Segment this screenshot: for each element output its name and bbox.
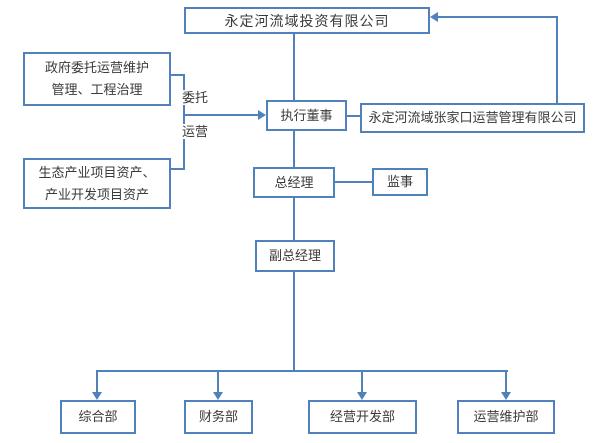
connector-operating-company-to-parent bbox=[437, 16, 558, 18]
arrowhead-down-dept-operation-maintenance-icon bbox=[501, 392, 511, 400]
arrowhead-down-dept-business-development-icon bbox=[357, 392, 367, 400]
node-parent-company-label: 永定河流域投资有限公司 bbox=[224, 12, 390, 29]
arrowhead-right-icon bbox=[258, 110, 266, 120]
connector-deputy-to-departments bbox=[293, 272, 295, 370]
supervisor-label: 监事 bbox=[386, 174, 413, 189]
node-dept-operation-maintenance: 运营维护部 bbox=[457, 400, 555, 434]
node-supervisor: 监事 bbox=[372, 168, 428, 196]
executive-director-label: 执行董事 bbox=[280, 107, 333, 123]
node-entrusted-functions: 政府委托运营维护 管理、工程治理 bbox=[23, 52, 171, 106]
node-dept-business-development: 经营开发部 bbox=[308, 400, 417, 434]
dept-business-development-label: 经营开发部 bbox=[329, 409, 395, 424]
node-dept-finance: 财务部 bbox=[184, 400, 253, 434]
node-dept-general: 综合部 bbox=[60, 400, 136, 434]
entrusted-functions-line1: 政府委托运营维护 bbox=[44, 60, 149, 75]
connector-drop-dept-finance bbox=[217, 372, 219, 393]
connector-general-manager-to-supervisor bbox=[335, 181, 372, 183]
node-general-manager: 总经理 bbox=[253, 167, 335, 198]
node-operating-company: 永定河流域张家口运营管理有限公司 bbox=[360, 103, 585, 133]
node-parent-company: 永定河流域投资有限公司 bbox=[184, 7, 430, 34]
entrusted-assets-line2: 产业开发项目资产 bbox=[44, 186, 149, 202]
connector-drop-dept-business-development bbox=[361, 372, 363, 393]
edge-label-operate: 运营 bbox=[182, 124, 209, 139]
connector-general-manager-to-deputy bbox=[293, 198, 295, 240]
connector-parent-to-executive-director bbox=[293, 34, 295, 100]
entrusted-functions-line2: 管理、工程治理 bbox=[51, 82, 143, 97]
connector-drop-dept-general bbox=[96, 370, 98, 393]
operating-company-label: 永定河流域张家口运营管理有限公司 bbox=[368, 110, 577, 125]
edge-label-entrust: 委托 bbox=[182, 90, 209, 105]
arrowhead-down-dept-general-icon bbox=[92, 392, 102, 400]
dept-general-label: 综合部 bbox=[78, 409, 118, 424]
node-entrusted-assets: 生态产业项目资产、 产业开发项目资产 bbox=[23, 158, 171, 209]
arrowhead-left-icon bbox=[430, 12, 438, 22]
connector-entrusted-functions-stub bbox=[171, 74, 185, 76]
general-manager-label: 总经理 bbox=[274, 174, 314, 190]
connector-operating-company-up bbox=[556, 16, 558, 103]
connector-entrusted-assets-stub bbox=[171, 168, 185, 170]
connector-executive-director-to-general-manager bbox=[293, 131, 295, 167]
deputy-general-manager-label: 副总经理 bbox=[268, 248, 321, 263]
connector-department-rail bbox=[96, 370, 508, 372]
node-executive-director: 执行董事 bbox=[266, 100, 347, 131]
node-deputy-general-manager: 副总经理 bbox=[255, 240, 335, 272]
dept-finance-label: 财务部 bbox=[198, 409, 238, 424]
connector-left-bracket bbox=[183, 74, 185, 170]
connector-entrust-to-executive-director bbox=[185, 114, 259, 116]
connector-drop-dept-operation-maintenance bbox=[505, 370, 507, 393]
dept-operation-maintenance-label: 运营维护部 bbox=[473, 409, 539, 424]
entrusted-assets-line1: 生态产业项目资产、 bbox=[38, 164, 156, 180]
arrowhead-down-dept-finance-icon bbox=[213, 392, 223, 400]
connector-executive-director-to-operating-company bbox=[347, 115, 360, 117]
